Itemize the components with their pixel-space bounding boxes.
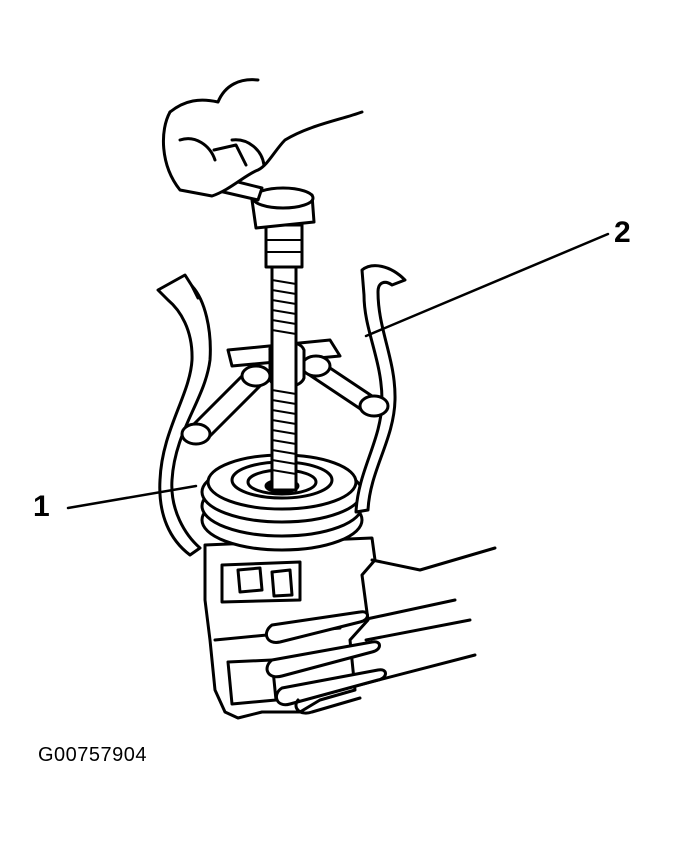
callout-1-label: 1 xyxy=(33,490,50,523)
figure-id-label: G00757904 xyxy=(38,744,148,766)
leader-line-1 xyxy=(66,484,198,510)
forcing-screw xyxy=(204,173,316,492)
leader-lines xyxy=(66,232,610,510)
compressor-body xyxy=(203,536,497,720)
puller-jaw-left xyxy=(156,273,212,557)
leader-line-2 xyxy=(364,232,610,338)
lower-hand xyxy=(264,610,387,715)
upper-hand xyxy=(161,78,364,198)
callout-2-label: 2 xyxy=(614,216,631,249)
puller-jaw-right xyxy=(354,264,407,514)
